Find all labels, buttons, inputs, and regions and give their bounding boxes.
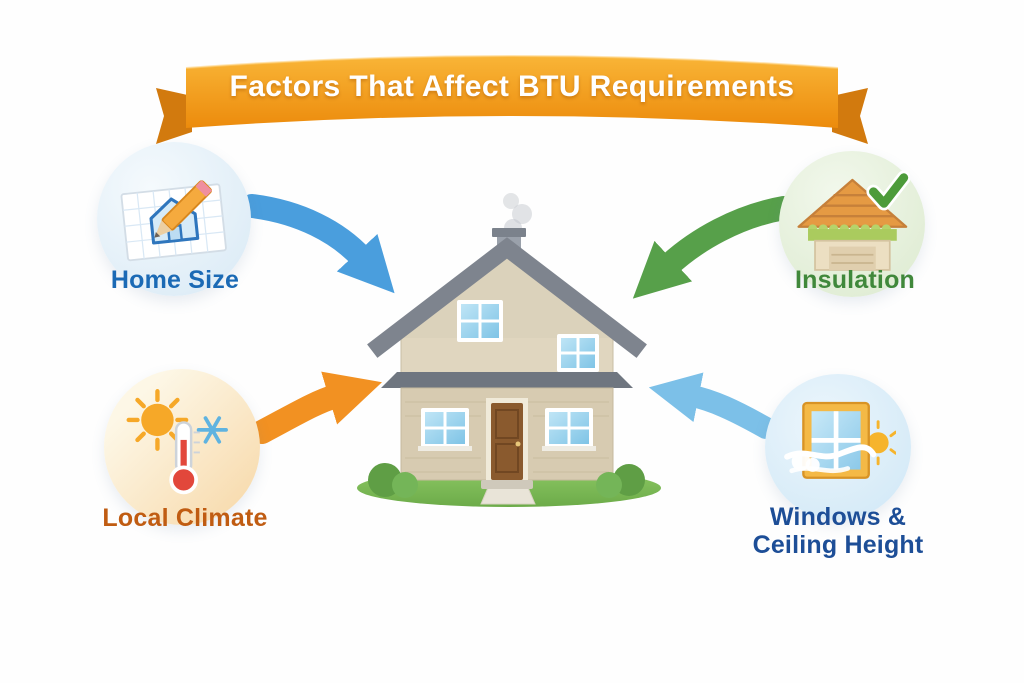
snowflake-icon: [196, 415, 228, 444]
front-door: [481, 398, 533, 489]
home-size-arrow: [240, 194, 395, 294]
porch-roof: [381, 372, 633, 388]
gable-window: [457, 300, 503, 342]
main-roof: [367, 237, 647, 358]
wind-swirl-icon: [783, 444, 876, 473]
sun-icon: [126, 388, 188, 451]
local-climate-icon-circle: [104, 369, 260, 525]
windows-label-line2: Ceiling Height: [752, 531, 924, 559]
pencil-icon: [154, 180, 213, 239]
upper-right-window: [557, 334, 599, 372]
thermometer-icon: [168, 420, 200, 494]
windows-icon-circle: [765, 374, 911, 520]
small-sun-icon: [867, 419, 897, 465]
ribbon-right-tail: [832, 88, 868, 144]
home-size-icon-circle: [97, 142, 251, 296]
lower-left-window: [418, 408, 472, 451]
insulation-icon-circle: [779, 151, 925, 297]
windows-label-line1: Windows &: [769, 503, 907, 531]
checkmark-icon: [868, 172, 908, 208]
insulated-roof-icon: [797, 170, 911, 271]
windows-ceiling-label: Windows & Ceiling Height: [733, 503, 943, 559]
house-illustration: [357, 193, 661, 507]
home-size-label: Home Size: [110, 266, 240, 294]
local-climate-label: Local Climate: [102, 504, 268, 532]
lower-right-window: [542, 408, 596, 451]
attic-wall: [393, 256, 621, 338]
ribbon-graphic: [156, 55, 868, 144]
title-banner: Factors That Affect BTU Requirements: [150, 38, 874, 156]
ribbon-band: [186, 56, 838, 128]
window-wind-icon: [783, 401, 897, 479]
bushes: [368, 463, 645, 498]
insulation-label: Insulation: [794, 266, 916, 294]
blueprint-icon: [120, 180, 228, 262]
local-climate-arrow: [250, 371, 382, 444]
ribbon-left-tail: [156, 88, 192, 144]
windows-arrow: [648, 372, 777, 439]
infographic-title: Factors That Affect BTU Requirements: [229, 70, 795, 103]
sun-thermometer-snowflake-icon: [126, 388, 228, 494]
insulation-arrow: [632, 196, 796, 299]
